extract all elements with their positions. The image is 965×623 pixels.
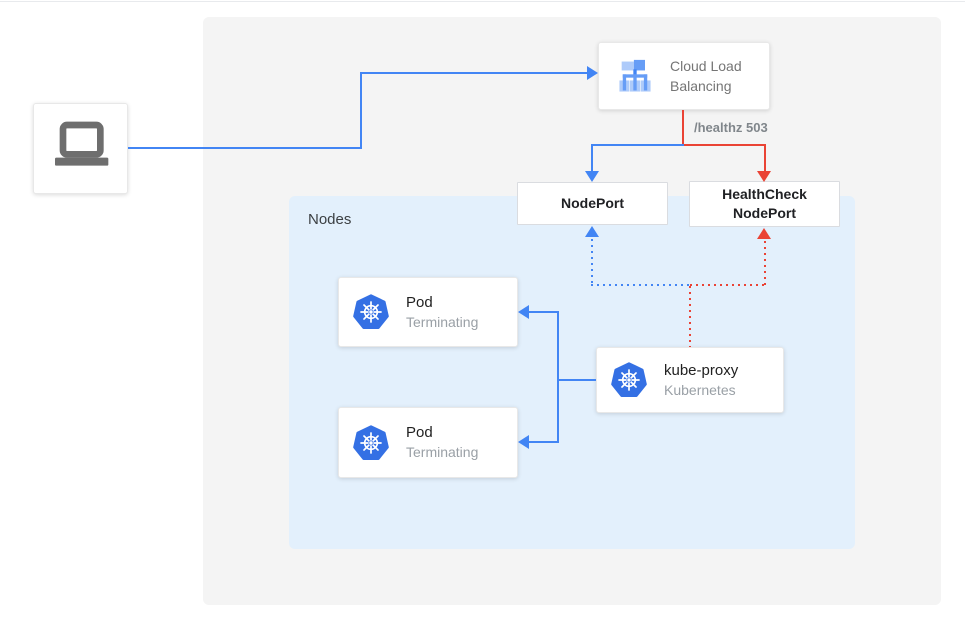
- kube-proxy-title: kube-proxy: [664, 361, 739, 379]
- client-device-card: [33, 103, 128, 194]
- client-to-clb-connector: [360, 72, 587, 74]
- client-to-clb-connector: [360, 72, 362, 149]
- arrowhead-into-healthcheck-nodeport: [757, 171, 771, 182]
- arrowhead-into-pod1: [518, 305, 529, 319]
- kubeproxy-nodeport-dotted: [591, 284, 690, 286]
- kubeproxy-to-pod1-connector: [529, 311, 559, 313]
- load-balancer-icon: [619, 59, 651, 92]
- nodeport-box: NodePort: [517, 182, 668, 225]
- cloud-load-balancing-card: Cloud Load Balancing: [598, 42, 770, 110]
- kubeproxy-healthcheck-dotted: [764, 241, 766, 285]
- kube-proxy-text: kube-proxy Kubernetes: [664, 361, 738, 400]
- kubeproxy-to-pod2-connector: [529, 441, 559, 443]
- arrowhead-up-into-healthcheck-nodeport: [757, 228, 771, 239]
- kubernetes-icon: [353, 424, 389, 460]
- arrowhead-into-pod2: [518, 435, 529, 449]
- clb-healthcheck-connector: [682, 144, 766, 146]
- cloud-load-balancing-label: Cloud Load Balancing: [670, 58, 742, 94]
- pod-text: Pod Terminating: [406, 423, 478, 462]
- kubeproxy-to-pods-connector: [557, 311, 559, 443]
- kubernetes-icon: [611, 362, 647, 397]
- healthz-status-label: /healthz 503: [694, 120, 768, 135]
- kubeproxy-nodeport-dotted: [591, 239, 593, 285]
- pod-status: Terminating: [406, 313, 479, 330]
- laptop-icon: [54, 121, 108, 166]
- clb-healthcheck-connector: [682, 110, 684, 146]
- kubeproxy-healthcheck-dotted: [690, 284, 766, 286]
- clb-nodeport-connector: [591, 144, 684, 146]
- nodeport-label: NodePort: [561, 195, 624, 211]
- clb-nodeport-connector: [591, 144, 593, 171]
- arrowhead-into-clb: [587, 66, 598, 80]
- healthcheck-nodeport-box: HealthCheck NodePort: [689, 181, 840, 227]
- kubeproxy-to-pods-connector: [557, 379, 596, 381]
- top-divider: [0, 1, 965, 2]
- arrowhead-up-into-nodeport: [585, 226, 599, 237]
- pod-card: Pod Terminating: [338, 407, 518, 478]
- client-to-clb-connector: [128, 147, 362, 149]
- clb-healthcheck-connector: [764, 144, 766, 171]
- pod-status: Terminating: [406, 444, 479, 460]
- kubernetes-icon: [353, 294, 389, 329]
- kube-proxy-card: kube-proxy Kubernetes: [596, 347, 784, 413]
- pod-title: Pod: [406, 424, 433, 441]
- kubeproxy-stem-dotted: [689, 286, 691, 347]
- nodes-panel-label: Nodes: [308, 211, 352, 228]
- kube-proxy-subtitle: Kubernetes: [664, 381, 736, 398]
- pod-card: Pod Terminating: [338, 277, 518, 347]
- pod-text: Pod Terminating: [406, 293, 478, 332]
- pod-title: Pod: [406, 293, 433, 311]
- arrowhead-into-nodeport: [585, 171, 599, 182]
- healthcheck-nodeport-label: HealthCheck NodePort: [722, 186, 807, 221]
